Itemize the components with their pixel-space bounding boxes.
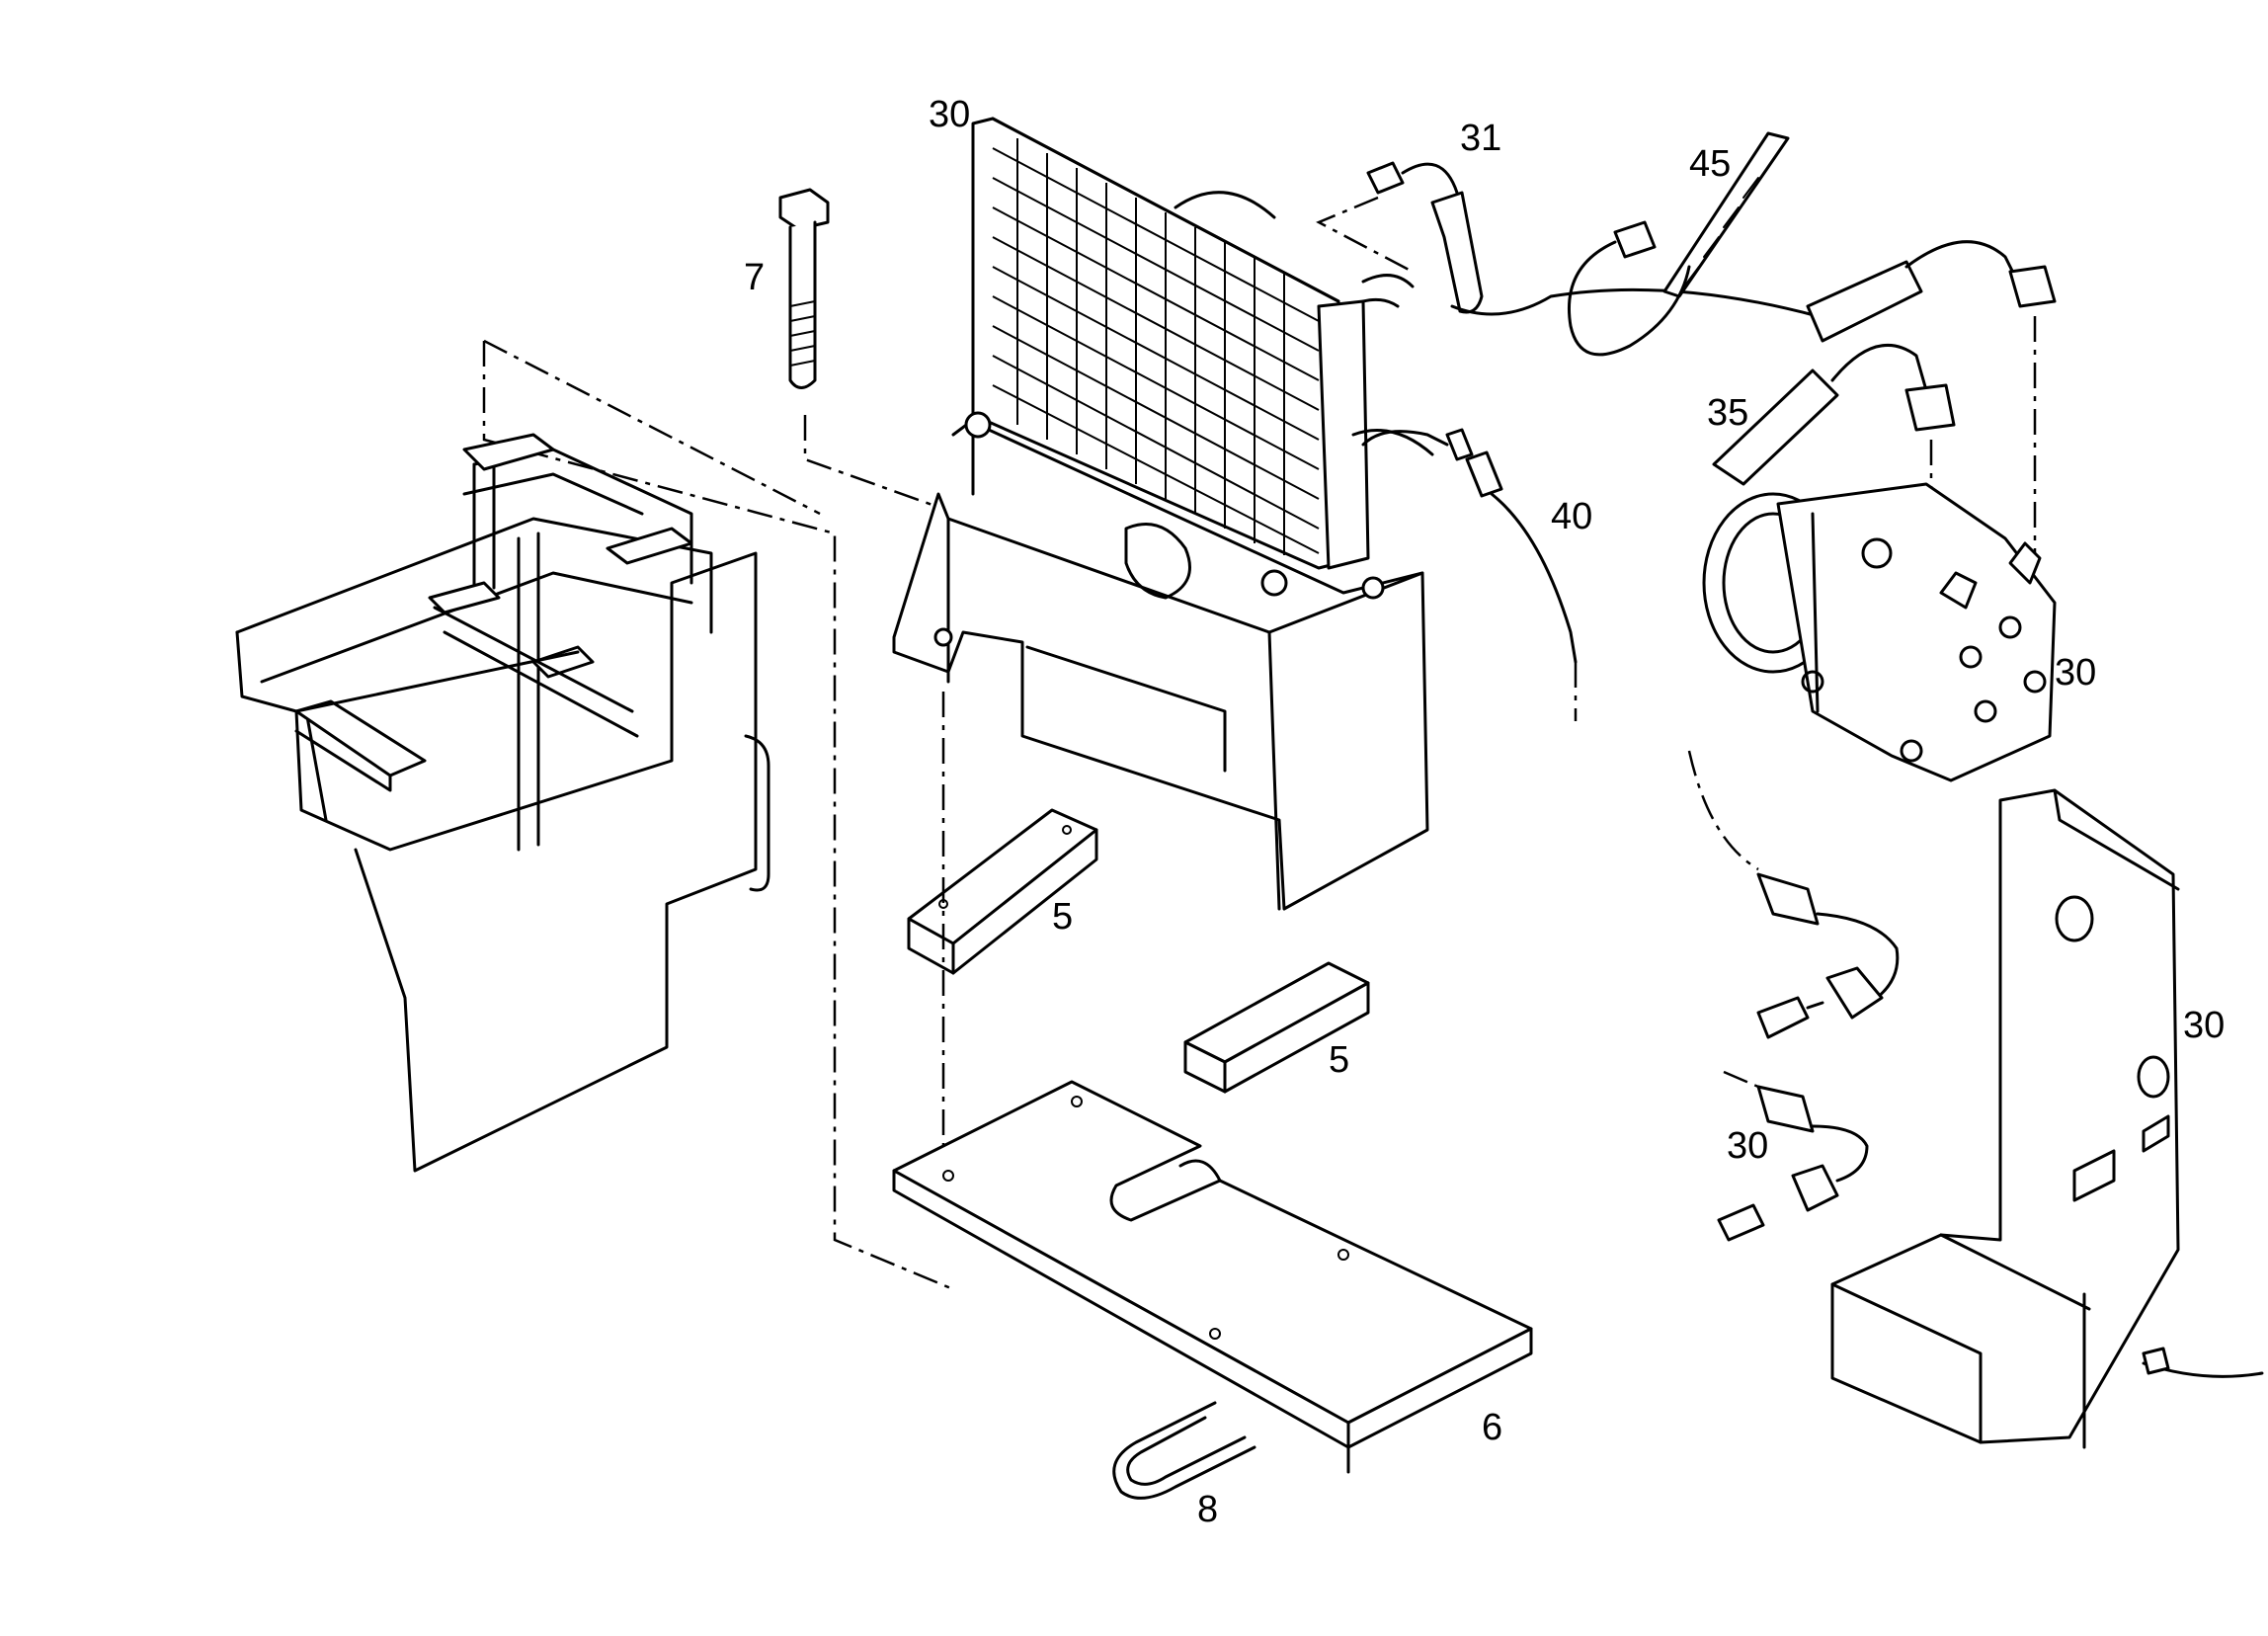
pressure-switch-assembly-upper <box>1687 750 1900 1039</box>
hose-part-31 <box>1316 161 1820 318</box>
label-5-lower: 5 <box>1329 1039 1349 1081</box>
cable-tie-part-45 <box>1568 131 1790 357</box>
callout-labels: 30 31 45 7 35 40 30 5 5 30 30 6 8 <box>744 94 2225 1530</box>
label-30-switch: 30 <box>1727 1125 1768 1167</box>
wire-part-40 <box>1361 428 1578 721</box>
pressure-switch-assembly-lower <box>1717 1070 1869 1242</box>
spacer-block-part-5-upper <box>907 808 1098 975</box>
high-pressure-hose <box>1806 240 2057 553</box>
label-5-upper: 5 <box>1052 896 1073 938</box>
label-6: 6 <box>1482 1407 1502 1448</box>
label-31: 31 <box>1460 118 1501 159</box>
label-40: 40 <box>1551 496 1592 537</box>
label-30-condenser: 30 <box>929 94 970 135</box>
condenser-grille-pattern <box>992 138 1320 555</box>
cab-frame-drawing <box>235 339 954 1291</box>
condenser-unit-drawing <box>892 117 1434 911</box>
label-30-bracket: 30 <box>2183 1005 2225 1046</box>
suction-hose-part-35 <box>1712 343 1956 548</box>
label-35: 35 <box>1707 392 1748 434</box>
label-30-compressor: 30 <box>2055 652 2096 694</box>
mounting-bracket-drawing <box>1830 788 2264 1449</box>
compressor-drawing <box>1702 482 2057 782</box>
bolt-part-7 <box>778 188 945 642</box>
label-7: 7 <box>744 257 765 298</box>
u-clip-part-8 <box>1112 1401 1256 1500</box>
label-45: 45 <box>1689 143 1731 185</box>
label-8: 8 <box>1197 1489 1218 1530</box>
spacer-block-part-5-lower <box>1183 961 1370 1094</box>
base-plate-part-6 <box>892 1080 1533 1474</box>
